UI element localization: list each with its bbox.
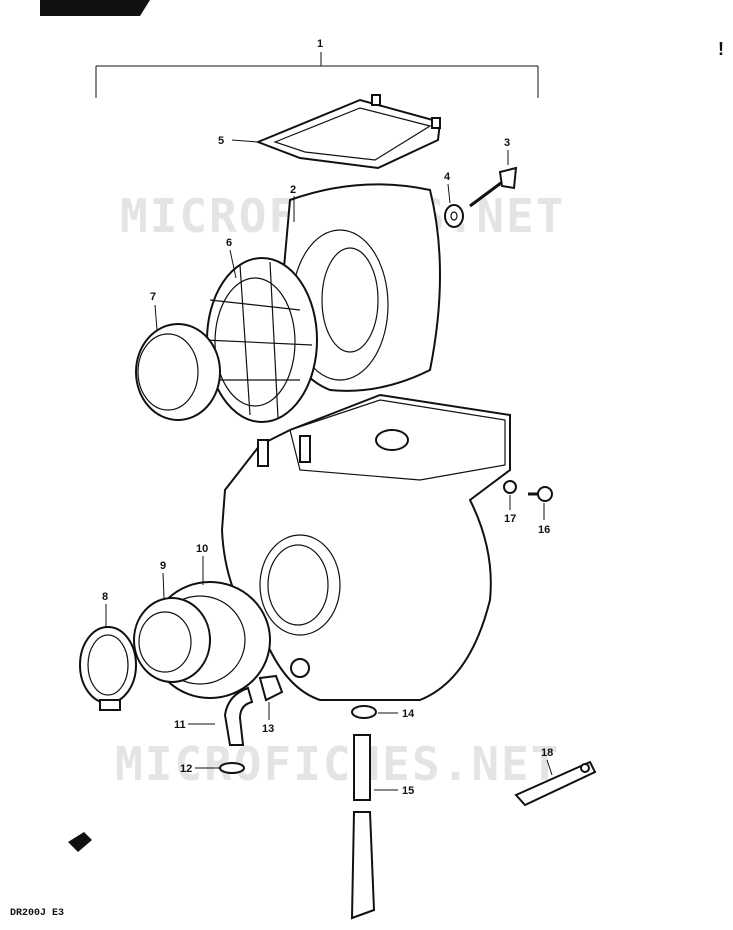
part-11-hose (223, 686, 254, 746)
part-14-cap (351, 705, 377, 719)
part-18-bracket (514, 760, 597, 807)
label-15: 15 (402, 785, 414, 797)
label-3: 3 (504, 137, 510, 149)
part-12-clip (219, 762, 245, 774)
leader-18 (546, 759, 553, 776)
part-15-tube (350, 734, 376, 920)
label-12: 12 (180, 763, 192, 775)
part-8-clamp (79, 626, 137, 711)
label-2: 2 (290, 184, 296, 196)
label-1: 1 (317, 38, 323, 50)
leader-4 (447, 183, 451, 204)
part-17-nut (503, 480, 517, 494)
air-cleaner-case (220, 393, 511, 701)
watermark-bottom: MICROFICHES.NET (115, 737, 560, 791)
model-code: DR200J E3 (10, 908, 64, 919)
label-18: 18 (541, 747, 553, 759)
label-14: 14 (402, 708, 415, 720)
cropped-heading (40, 0, 150, 16)
leader-6 (229, 249, 237, 279)
part-3-bolt (469, 166, 518, 208)
label-7: 7 (150, 291, 156, 303)
label-13: 13 (262, 723, 274, 735)
label-16: 16 (538, 524, 550, 536)
group-bracket (95, 52, 539, 98)
leader-9 (162, 572, 165, 599)
part-16-bolt (528, 486, 553, 502)
leader-7 (154, 304, 158, 331)
part-4-washer (444, 204, 464, 228)
part-7-ring (135, 323, 221, 421)
part-5-cover (255, 94, 442, 170)
arrow-mark-icon (68, 832, 92, 852)
corner-mark: ! (718, 39, 724, 59)
label-5: 5 (218, 135, 224, 147)
leader-5 (231, 139, 259, 143)
label-10: 10 (196, 543, 208, 555)
label-17: 17 (504, 513, 516, 525)
part-9-gasket (133, 597, 211, 683)
label-9: 9 (160, 560, 166, 572)
label-6: 6 (226, 237, 232, 249)
part-13-fitting (258, 674, 284, 702)
label-11: 11 (174, 719, 186, 731)
label-8: 8 (102, 591, 108, 603)
label-4: 4 (444, 171, 451, 183)
part-6-filter-cage (204, 257, 318, 423)
